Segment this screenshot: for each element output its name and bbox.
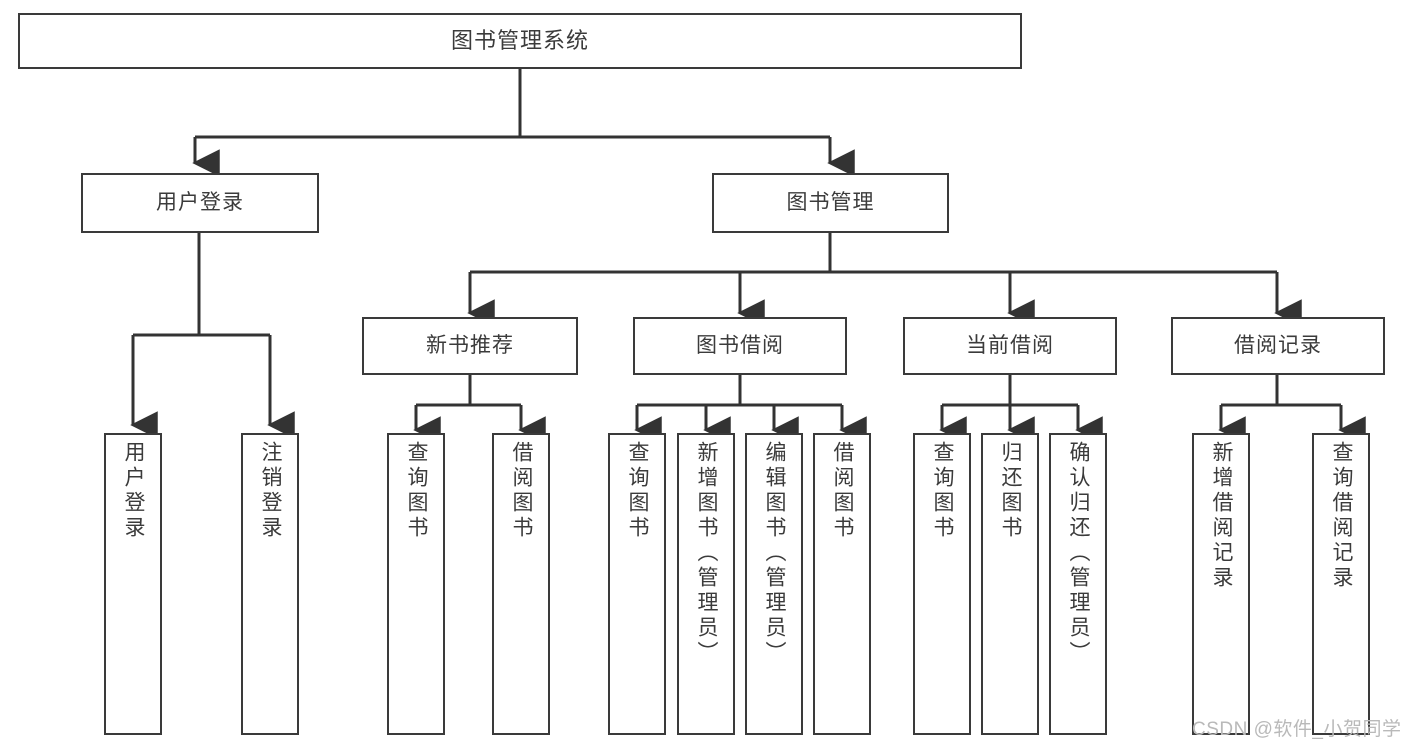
leaf-new-book-query[interactable]: 查询图书: [387, 433, 445, 735]
node-label: 图书管理: [786, 191, 875, 215]
leaf-current-return-book[interactable]: 归还图书: [981, 433, 1039, 735]
csdn-watermark: CSDN @软件_小贺同学: [1192, 714, 1401, 741]
node-label: 归还图书: [999, 441, 1023, 541]
leaf-borrow-edit-book[interactable]: 编辑图书（管理员）: [745, 433, 803, 735]
leaf-current-query-book[interactable]: 查询图书: [913, 433, 971, 735]
leaf-user-login-signin[interactable]: 用户登录: [104, 433, 162, 735]
node-borrow-records[interactable]: 借阅记录: [1171, 317, 1385, 375]
node-label: 确认归还（管理员）: [1067, 441, 1091, 666]
node-label: 用户登录: [122, 441, 146, 541]
node-label: 用户登录: [156, 191, 244, 215]
node-book-borrow[interactable]: 图书借阅: [633, 317, 847, 375]
node-new-book-recommend[interactable]: 新书推荐: [362, 317, 578, 375]
node-label: 新增图书（管理员）: [695, 441, 719, 666]
leaf-records-query-record[interactable]: 查询借阅记录: [1312, 433, 1370, 735]
leaf-user-login-signout[interactable]: 注销登录: [241, 433, 299, 735]
node-label: 编辑图书（管理员）: [763, 441, 787, 666]
watermark-text: CSDN @软件_小贺同学: [1192, 719, 1402, 740]
node-current-borrow[interactable]: 当前借阅: [903, 317, 1117, 375]
node-label: 新书推荐: [426, 334, 514, 358]
leaf-records-add-record[interactable]: 新增借阅记录: [1192, 433, 1250, 735]
node-label: 查询图书: [626, 441, 650, 541]
node-label: 新增借阅记录: [1210, 441, 1234, 591]
leaf-new-book-borrow[interactable]: 借阅图书: [492, 433, 550, 735]
node-label: 查询图书: [405, 441, 429, 541]
node-label: 查询借阅记录: [1330, 441, 1354, 591]
node-label: 查询图书: [931, 441, 955, 541]
leaf-current-confirm-return[interactable]: 确认归还（管理员）: [1049, 433, 1107, 735]
node-label: 注销登录: [259, 441, 283, 541]
node-book-management[interactable]: 图书管理: [712, 173, 949, 233]
leaf-borrow-add-book[interactable]: 新增图书（管理员）: [677, 433, 735, 735]
node-root-system[interactable]: 图书管理系统: [18, 13, 1022, 69]
node-user-login[interactable]: 用户登录: [81, 173, 319, 233]
node-label: 图书管理系统: [450, 27, 589, 53]
node-label: 借阅记录: [1234, 334, 1322, 358]
node-label: 借阅图书: [831, 441, 855, 541]
leaf-borrow-borrow-book[interactable]: 借阅图书: [813, 433, 871, 735]
node-label: 当前借阅: [966, 334, 1054, 358]
node-label: 借阅图书: [510, 441, 534, 541]
node-label: 图书借阅: [696, 334, 784, 358]
leaf-borrow-query-book[interactable]: 查询图书: [608, 433, 666, 735]
